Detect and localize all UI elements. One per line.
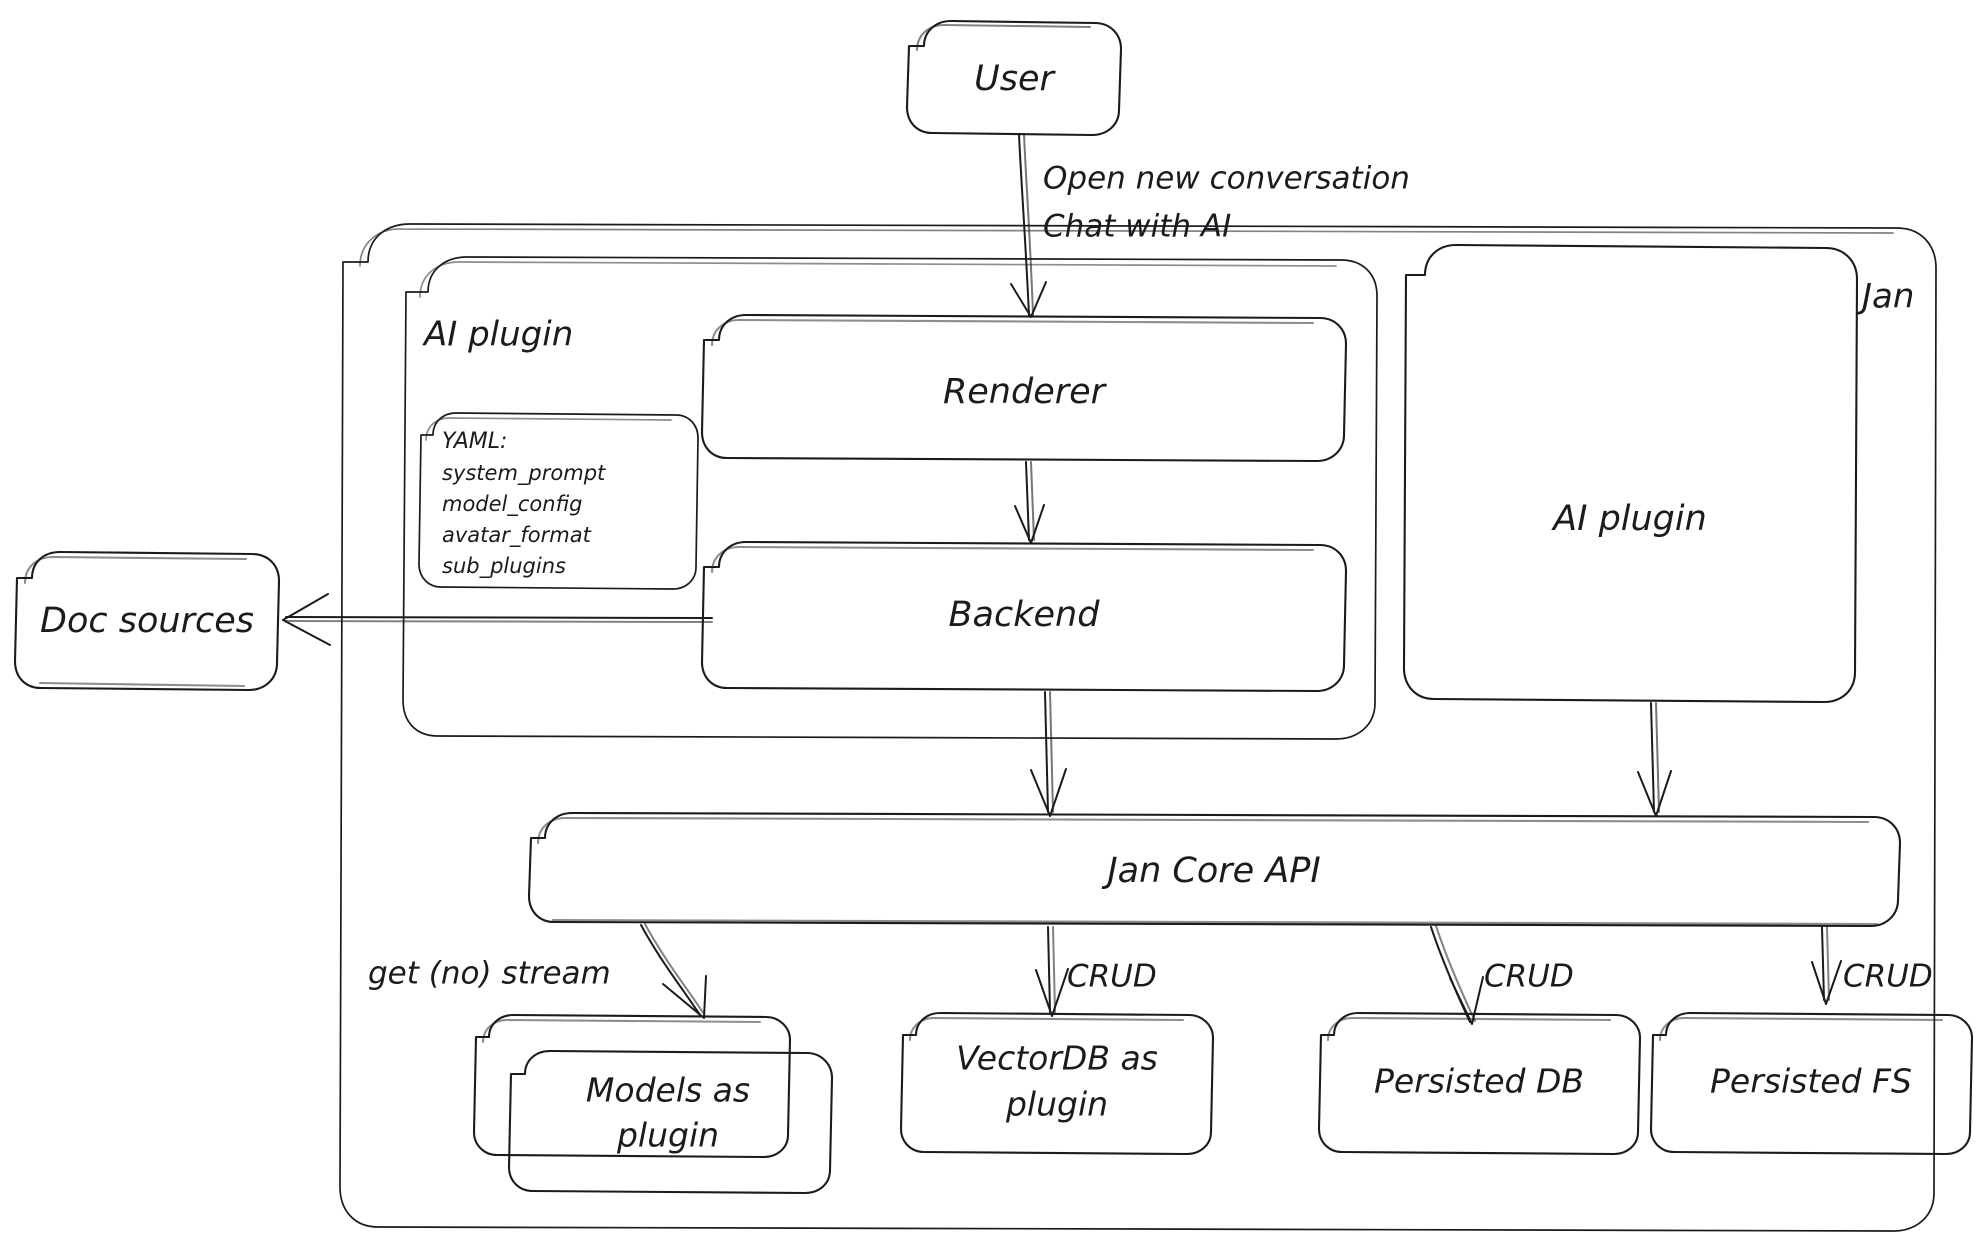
edge-backend-to-doc-sources (282, 593, 713, 646)
edge-renderer-to-backend (1014, 461, 1045, 544)
node-ai-plugin-label: AI plugin (1551, 499, 1707, 539)
card-yaml-item-0: system_prompt (442, 461, 606, 486)
card-yaml-config: YAML: system_prompt model_config avatar_… (418, 412, 699, 590)
node-ai-plugin[interactable]: AI plugin (1402, 243, 1859, 704)
node-vectordb-label-line1: VectorDB as (956, 1039, 1158, 1078)
card-yaml-heading: YAML: (442, 429, 507, 454)
container-ai-plugin-group-label: AI plugin (422, 315, 573, 355)
edge-label-crud-persisted-fs: CRUD (1843, 959, 1933, 995)
container-jan-label: Jan (1856, 277, 1914, 317)
node-persisted-db-label: Persisted DB (1374, 1062, 1584, 1101)
node-vectordb-label-line2: plugin (1005, 1085, 1108, 1124)
node-jan-core-api[interactable]: Jan Core API (527, 811, 1902, 928)
card-yaml-item-3: sub_plugins (442, 554, 566, 579)
node-backend-label: Backend (949, 595, 1101, 635)
node-persisted-fs-label: Persisted FS (1710, 1062, 1912, 1101)
node-jan-core-api-label: Jan Core API (1101, 851, 1320, 891)
edge-label-chat-with-ai: Chat with AI (1043, 209, 1231, 245)
node-renderer-label: Renderer (943, 372, 1108, 412)
node-persisted-db[interactable]: Persisted DB (1317, 1011, 1642, 1156)
node-backend[interactable]: Backend (700, 540, 1348, 693)
edge-label-get-no-stream: get (no) stream (368, 956, 611, 992)
edge-core-api-to-models: get (no) stream (368, 923, 707, 1019)
card-yaml-item-2: avatar_format (442, 523, 592, 548)
node-user[interactable]: User (905, 19, 1123, 137)
edge-ai-plugin-to-core-api (1637, 702, 1672, 817)
node-renderer[interactable]: Renderer (700, 313, 1348, 463)
node-models-label-line1: Models as (586, 1071, 750, 1110)
container-ai-plugin-group: AI plugin (402, 256, 1378, 740)
node-doc-sources[interactable]: Doc sources (13, 550, 281, 692)
node-models-as-plugin[interactable]: Models as plugin (472, 1013, 834, 1195)
container-jan: Jan (339, 223, 1937, 1232)
card-yaml-item-1: model_config (442, 492, 583, 517)
edge-core-api-to-persisted-db: CRUD (1430, 925, 1574, 1025)
edge-user-to-renderer: Open new conversation Chat with AI (1010, 133, 1410, 318)
edge-core-api-to-vectordb: CRUD (1035, 926, 1157, 1017)
node-user-label: User (974, 59, 1056, 99)
edge-label-crud-persisted-db: CRUD (1484, 959, 1574, 995)
node-persisted-fs[interactable]: Persisted FS (1649, 1011, 1974, 1156)
node-models-label-line2: plugin (616, 1116, 719, 1155)
edge-label-crud-vectordb: CRUD (1067, 959, 1157, 995)
edge-core-api-to-persisted-fs: CRUD (1811, 926, 1933, 1005)
edge-label-open-conversation: Open new conversation (1043, 161, 1410, 197)
edge-backend-to-core-api (1030, 691, 1067, 817)
node-doc-sources-label: Doc sources (40, 601, 254, 641)
node-vectordb-as-plugin[interactable]: VectorDB as plugin (899, 1011, 1215, 1156)
